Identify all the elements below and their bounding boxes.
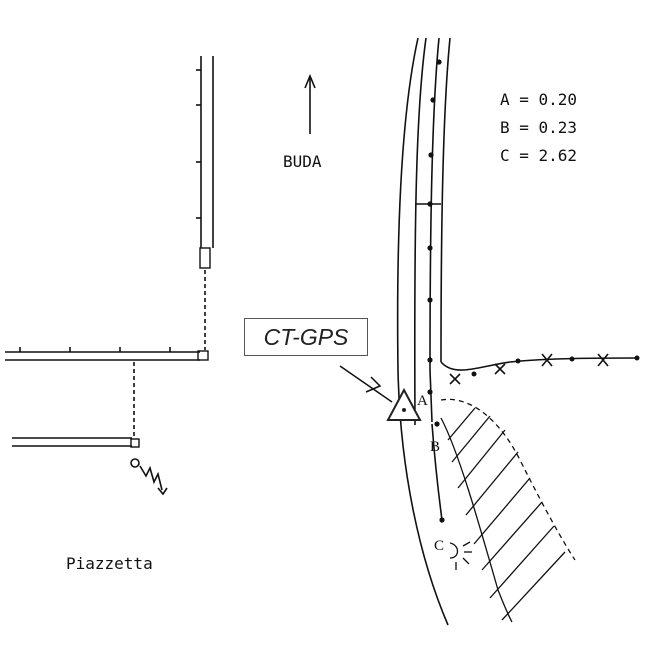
place-label: Piazzetta <box>66 554 153 573</box>
gps-label-box: CT-GPS <box>244 318 368 356</box>
road-outer-edge <box>396 37 449 626</box>
road-right-edge <box>440 37 451 363</box>
road-inner-edge <box>413 37 427 426</box>
legend-b: B = 0.23 <box>500 118 577 137</box>
gps-label: CT-GPS <box>263 323 349 350</box>
road-center-line <box>429 37 440 423</box>
path-b-c <box>431 423 443 521</box>
building-vertical-wall <box>196 56 214 269</box>
north-arrow <box>304 73 316 134</box>
lamp-symbol <box>449 541 472 570</box>
gps-station-triangle <box>386 387 422 421</box>
point-a-label: A <box>417 393 428 409</box>
hatched-area <box>440 398 576 623</box>
gps-pointer-arrow <box>339 365 393 403</box>
lower-wall <box>12 437 140 448</box>
fence-line <box>440 357 639 371</box>
road-markers <box>427 59 445 523</box>
north-label: BUDA <box>283 152 322 171</box>
fence-markers <box>449 353 640 385</box>
gate-symbol <box>130 458 168 496</box>
legend-c: C = 2.62 <box>500 146 577 165</box>
legend-a: A = 0.20 <box>500 90 577 109</box>
building-horizontal-wall <box>5 347 209 361</box>
point-c-label: C <box>434 538 444 554</box>
point-b-label: B <box>430 439 440 455</box>
